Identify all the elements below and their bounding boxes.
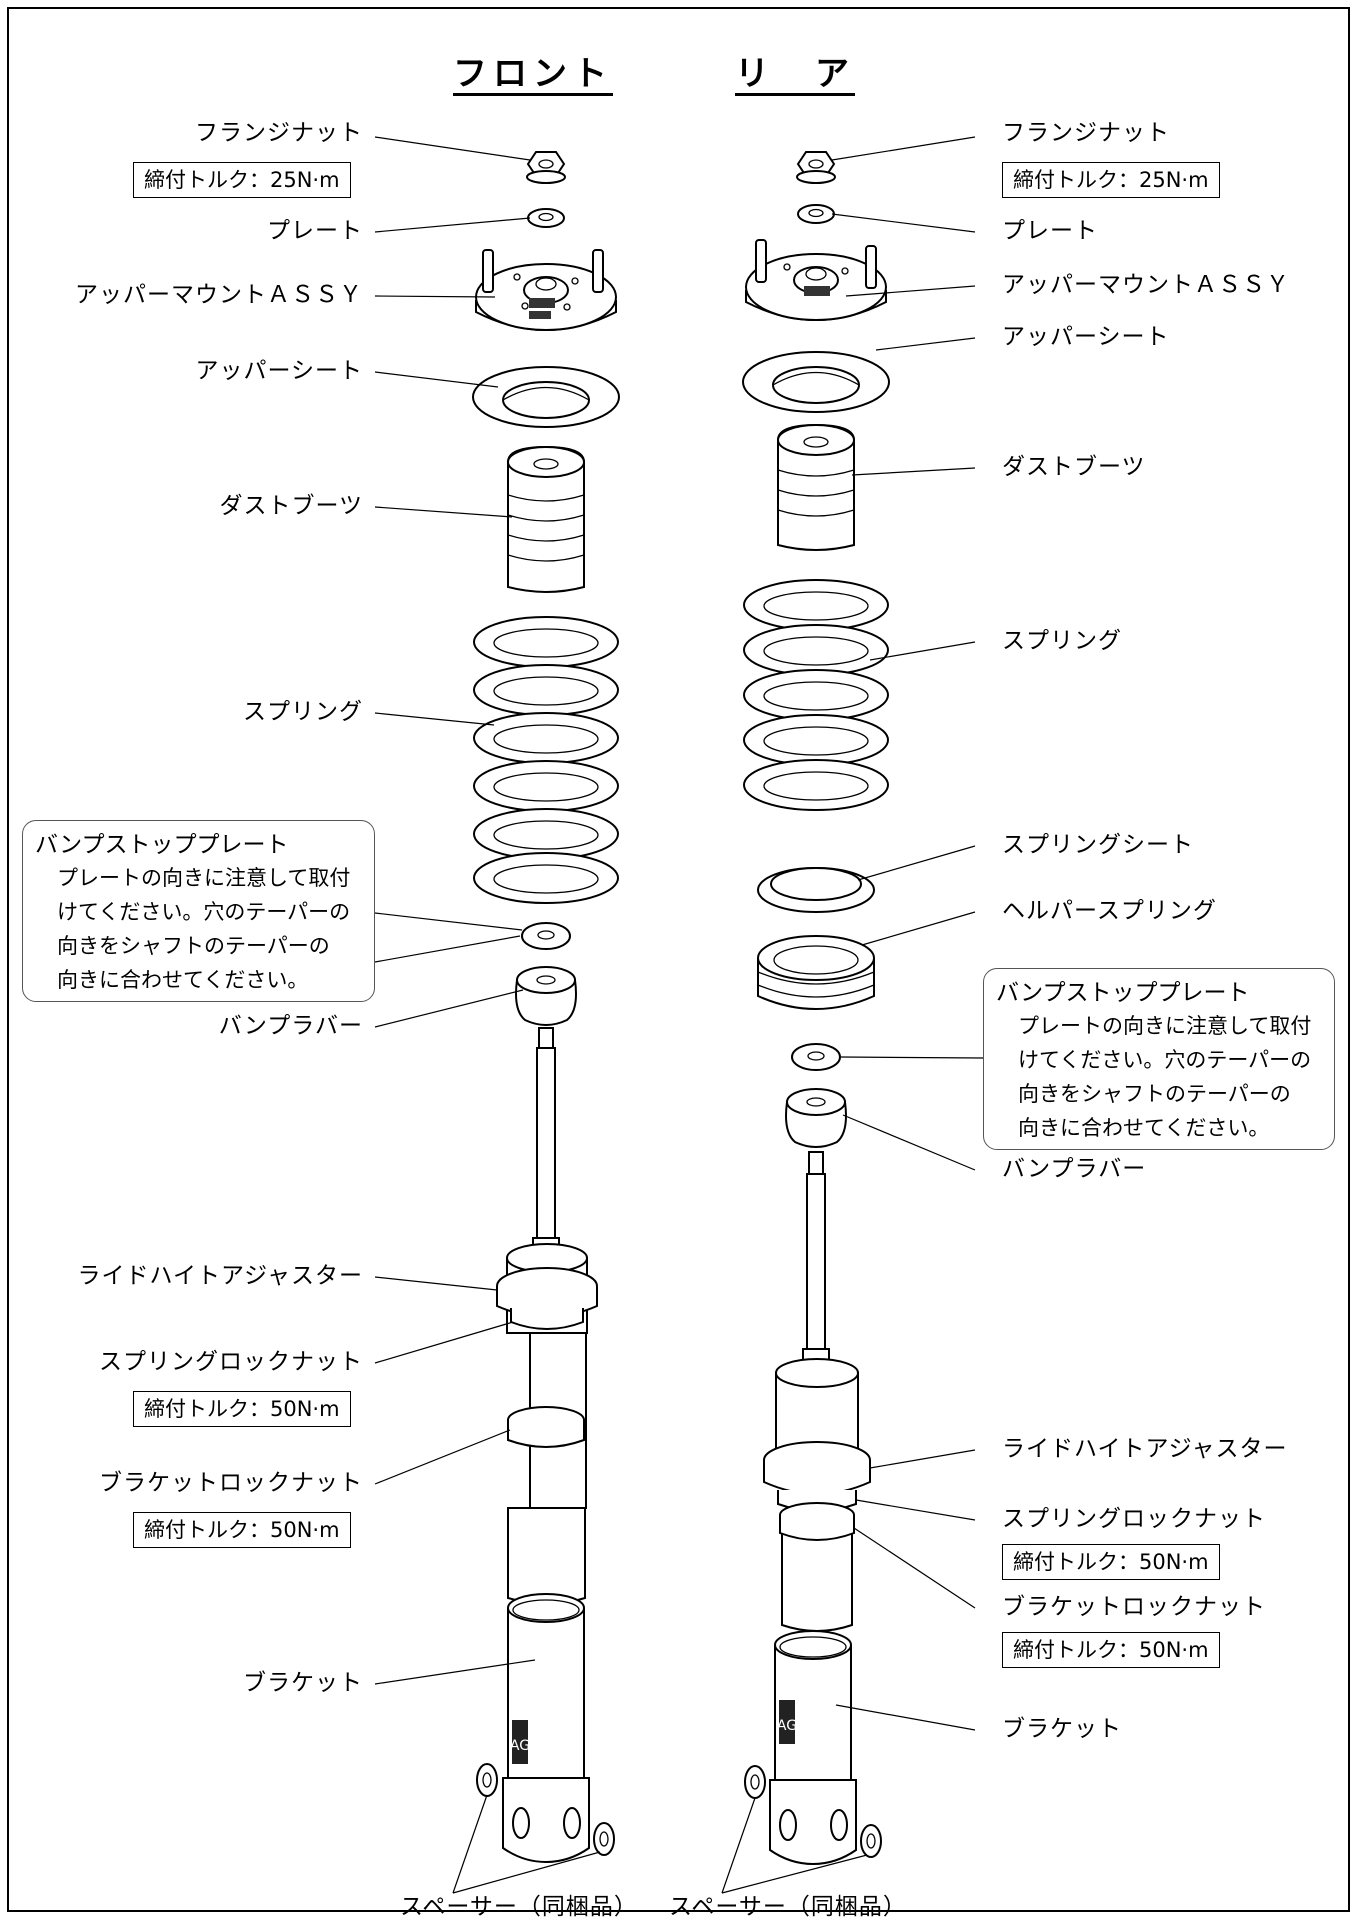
front-flange-nut-torque: 締付トルク：25N·m: [133, 162, 351, 198]
rear-plate-label: プレート: [1002, 218, 1098, 244]
front-note-line: プレートの向きに注意して取付: [57, 866, 351, 890]
front-heading: フロント: [453, 54, 613, 94]
rear-bump-rubber: [785, 1088, 847, 1148]
rear-dust-boot-label: ダストブーツ: [1002, 454, 1146, 480]
rear-note-line: 向きをシャフトのテーパーの: [1018, 1082, 1291, 1106]
front-dust-boot-label: ダストブーツ: [219, 493, 363, 519]
front-bracket-label: ブラケット: [243, 1670, 363, 1696]
rear-spring-lock-nut-label: スプリングロックナット: [1002, 1506, 1266, 1532]
front-plate-label: プレート: [267, 218, 363, 244]
front-bump-rubber: [515, 966, 577, 1026]
rear-ride-height-adjuster-label: ライドハイトアジャスター: [1002, 1436, 1288, 1462]
rear-bump-stop-plate: [791, 1043, 841, 1071]
rear-note-line: 向きに合わせてください。: [1018, 1116, 1270, 1140]
front-upper-mount-label: アッパーマウントＡＳＳＹ: [75, 282, 363, 308]
rear-spring-seat: [757, 867, 875, 913]
rear-heading: リ ア: [735, 54, 855, 94]
front-bracket-lock-nut-label: ブラケットロックナット: [99, 1470, 363, 1496]
rear-bracket-lock-nut-label: ブラケットロックナット: [1002, 1594, 1266, 1620]
front-flange-nut-label: フランジナット: [195, 120, 363, 146]
rear-spring-label: スプリング: [1002, 628, 1122, 654]
front-spring-lock-nut-label: スプリングロックナット: [99, 1349, 363, 1375]
rear-spacer-label: スペーサー（同梱品）: [669, 1894, 907, 1920]
front-note-title: バンプストッププレート: [35, 832, 289, 858]
front-spacer-label: スペーサー（同梱品）: [400, 1894, 638, 1920]
rear-bracket-marking: AG: [777, 1718, 797, 1734]
front-dust-boot: [507, 445, 585, 593]
front-note-line: けてください。穴のテーパーの: [57, 900, 351, 924]
front-ride-height-adjuster-label: ライドハイトアジャスター: [77, 1263, 363, 1289]
rear-plate: [797, 204, 835, 224]
front-bump-rubber-label: バンプラバー: [218, 1013, 363, 1039]
leader-lines: [374, 136, 984, 1894]
rear-upper-mount: [745, 239, 887, 321]
rear-bracket-lock-nut: [779, 1502, 855, 1541]
rear-bracket: AG: [769, 1630, 857, 1866]
rear-helper-spring-label: ヘルパースプリング: [1002, 898, 1217, 924]
rear-spring-seat-label: スプリングシート: [1002, 832, 1194, 858]
rear-helper-spring: [757, 935, 875, 1010]
rear-upper-seat: [742, 351, 890, 413]
front-bracket-lock-nut: [507, 1406, 585, 1448]
rear-upper-seat-label: アッパーシート: [1002, 324, 1170, 350]
front-shaft: [532, 1027, 560, 1259]
front-spring-lock-nut: [510, 1308, 584, 1330]
front-upper-seat-label: アッパーシート: [195, 358, 363, 384]
rear-flange-nut: [796, 151, 836, 184]
rear-flange-nut-torque: 締付トルク：25N·m: [1002, 162, 1220, 198]
rear-note-line: プレートの向きに注意して取付: [1018, 1014, 1312, 1038]
front-flange-nut: [526, 151, 566, 184]
rear-bump-stop-plate-note: バンプストッププレート プレートの向きに注意して取付 けてください。穴のテーパー…: [983, 968, 1335, 1150]
front-plate: [527, 208, 565, 228]
front-spring: [473, 616, 619, 904]
front-bracket-lock-nut-torque: 締付トルク：50N·m: [133, 1512, 351, 1548]
front-bracket: AG: [502, 1593, 590, 1864]
front-upper-mount: [475, 249, 617, 331]
rear-flange-nut-label: フランジナット: [1002, 120, 1170, 146]
front-note-line: 向きに合わせてください。: [57, 968, 309, 992]
rear-ride-height-adjuster: [763, 1441, 871, 1495]
rear-bracket-lock-nut-torque: 締付トルク：50N·m: [1002, 1632, 1220, 1668]
front-bump-stop-plate-note: バンプストッププレート プレートの向きに注意して取付 けてください。穴のテーパー…: [22, 820, 375, 1002]
rear-dust-boot: [777, 423, 855, 551]
rear-bump-rubber-label: バンプラバー: [1002, 1156, 1147, 1182]
front-bump-stop-plate: [521, 922, 571, 950]
rear-note-line: けてください。穴のテーパーの: [1018, 1048, 1312, 1072]
front-spacers: [476, 1763, 615, 1856]
front-spring-lock-nut-torque: 締付トルク：50N·m: [133, 1391, 351, 1427]
rear-note-title: バンプストッププレート: [996, 980, 1250, 1006]
rear-bracket-label: ブラケット: [1002, 1716, 1122, 1742]
front-upper-seat: [472, 366, 620, 428]
rear-upper-mount-label: アッパーマウントＡＳＳＹ: [1002, 272, 1290, 298]
rear-spacers: [744, 1765, 882, 1858]
rear-spring-lock-nut-torque: 締付トルク：50N·m: [1002, 1544, 1220, 1580]
rear-shaft: [802, 1151, 830, 1372]
front-spring-label: スプリング: [243, 699, 363, 725]
page-border: [7, 7, 1350, 1912]
front-bracket-marking: AG: [510, 1738, 530, 1754]
front-note-line: 向きをシャフトのテーパーの: [57, 934, 330, 958]
rear-spring: [743, 579, 889, 811]
